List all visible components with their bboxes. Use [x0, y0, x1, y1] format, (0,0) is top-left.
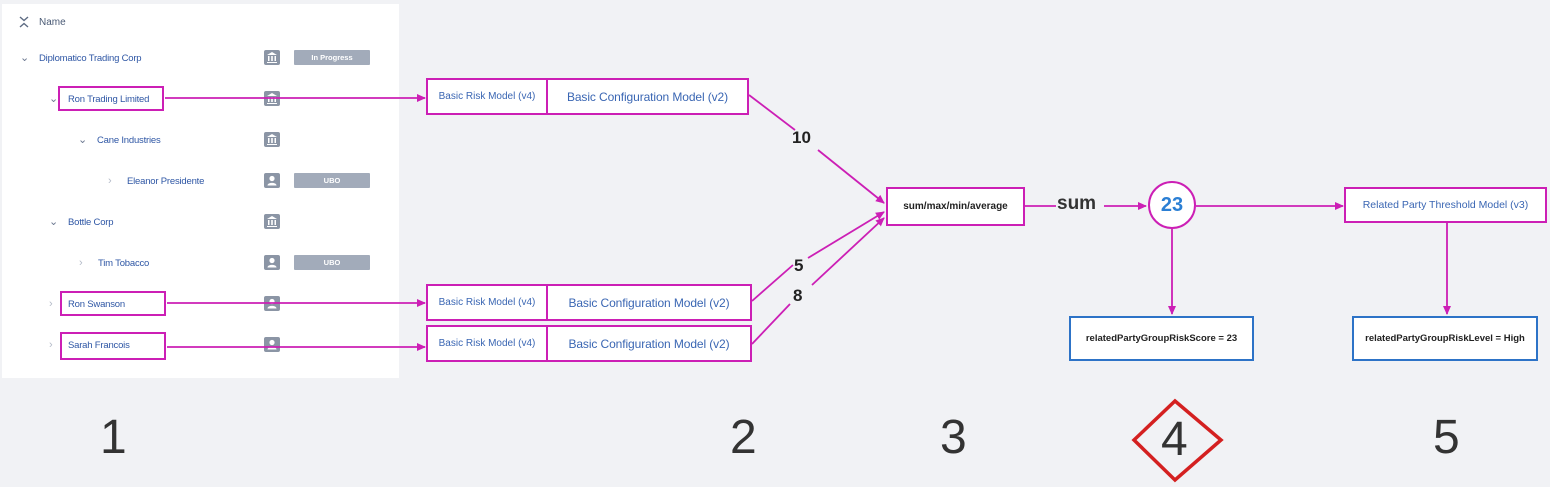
- connector-line: [751, 303, 791, 345]
- connector-arrow: [817, 149, 885, 204]
- chevron-down-icon[interactable]: ⌄: [49, 93, 59, 105]
- chevron-down-icon[interactable]: ⌄: [49, 216, 59, 228]
- institution-icon: [264, 50, 280, 65]
- person-icon: [264, 173, 280, 188]
- chevron-right-icon[interactable]: ›: [49, 339, 53, 351]
- tree-node-label[interactable]: Bottle Corp: [68, 217, 114, 228]
- institution-icon: [264, 91, 280, 106]
- stage-number: 5: [1433, 411, 1460, 464]
- stage-number: 2: [730, 411, 757, 464]
- tree-row[interactable]: ⌄ Cane Industries: [2, 129, 399, 153]
- chevron-down-icon[interactable]: ⌄: [20, 52, 30, 64]
- configuration-model-box[interactable]: Basic Configuration Model (v2): [546, 325, 752, 362]
- tree-node-label[interactable]: Eleanor Presidente: [127, 176, 205, 187]
- stage-number: 3: [940, 411, 967, 464]
- ubo-badge: UBO: [294, 173, 370, 188]
- risk-score-result-box: relatedPartyGroupRiskScore = 23: [1069, 316, 1254, 361]
- person-icon: [264, 255, 280, 270]
- institution-icon: [264, 214, 280, 229]
- chevron-down-icon[interactable]: ⌄: [78, 134, 88, 146]
- tree-row[interactable]: ⌄ Bottle Corp: [2, 211, 399, 235]
- configuration-model-box[interactable]: Basic Configuration Model (v2): [546, 284, 752, 321]
- connector-line: [748, 94, 796, 131]
- configuration-model-box[interactable]: Basic Configuration Model (v2): [546, 78, 749, 115]
- aggregation-function-box[interactable]: sum/max/min/average: [886, 187, 1025, 226]
- person-icon: [264, 337, 280, 352]
- highlight-ron-trading-limited: [58, 86, 164, 111]
- person-icon: [264, 296, 280, 311]
- chevron-right-icon[interactable]: ›: [49, 298, 53, 310]
- selected-aggregation-label: sum: [1057, 193, 1097, 214]
- tree-node-label[interactable]: Tim Tobacco: [98, 258, 150, 269]
- status-badge: In Progress: [294, 50, 370, 65]
- risk-model-box[interactable]: Basic Risk Model (v4): [426, 284, 548, 321]
- risk-level-result-box: relatedPartyGroupRiskLevel = High: [1352, 316, 1538, 361]
- ubo-badge: UBO: [294, 255, 370, 270]
- tree-node-label[interactable]: Ron Swanson: [68, 299, 125, 310]
- weight-label: 8: [793, 286, 803, 305]
- collapse-all-icon[interactable]: [18, 15, 30, 34]
- institution-icon: [264, 132, 280, 147]
- weight-label: 5: [794, 256, 804, 275]
- entity-tree-panel: Name ⌄ Diplomatico Trading Corp In Progr…: [2, 4, 399, 378]
- risk-model-box[interactable]: Basic Risk Model (v4): [426, 78, 548, 115]
- tree-header: Name: [2, 12, 399, 36]
- tree-row[interactable]: ⌄ Diplomatico Trading Corp In Progress: [2, 47, 399, 71]
- chevron-right-icon[interactable]: ›: [108, 175, 112, 187]
- threshold-model-box[interactable]: Related Party Threshold Model (v3): [1344, 187, 1547, 223]
- tree-node-label[interactable]: Sarah Francois: [68, 340, 130, 351]
- tree-node-label[interactable]: Cane Industries: [97, 135, 161, 146]
- connector-arrow: [811, 217, 885, 286]
- highlight-ron-swanson: [60, 291, 166, 316]
- chevron-right-icon[interactable]: ›: [79, 257, 83, 269]
- connector-line: [751, 264, 794, 302]
- highlight-sarah-francois: [60, 332, 166, 360]
- tree-row[interactable]: › Tim Tobacco UBO: [2, 252, 399, 276]
- tree-node-label[interactable]: Diplomatico Trading Corp: [39, 53, 142, 64]
- risk-model-box[interactable]: Basic Risk Model (v4): [426, 325, 548, 362]
- stage-number: 1: [100, 411, 127, 464]
- tree-row[interactable]: › Sarah Francois: [2, 334, 399, 358]
- stage-number: 4: [1161, 413, 1188, 466]
- tree-row[interactable]: › Eleanor Presidente UBO: [2, 170, 399, 194]
- weight-label: 10: [792, 128, 811, 147]
- tree-node-label[interactable]: Ron Trading Limited: [68, 94, 150, 105]
- name-column-header[interactable]: Name: [39, 17, 66, 28]
- connector-arrow: [807, 211, 885, 259]
- score-circle: 23: [1148, 181, 1196, 229]
